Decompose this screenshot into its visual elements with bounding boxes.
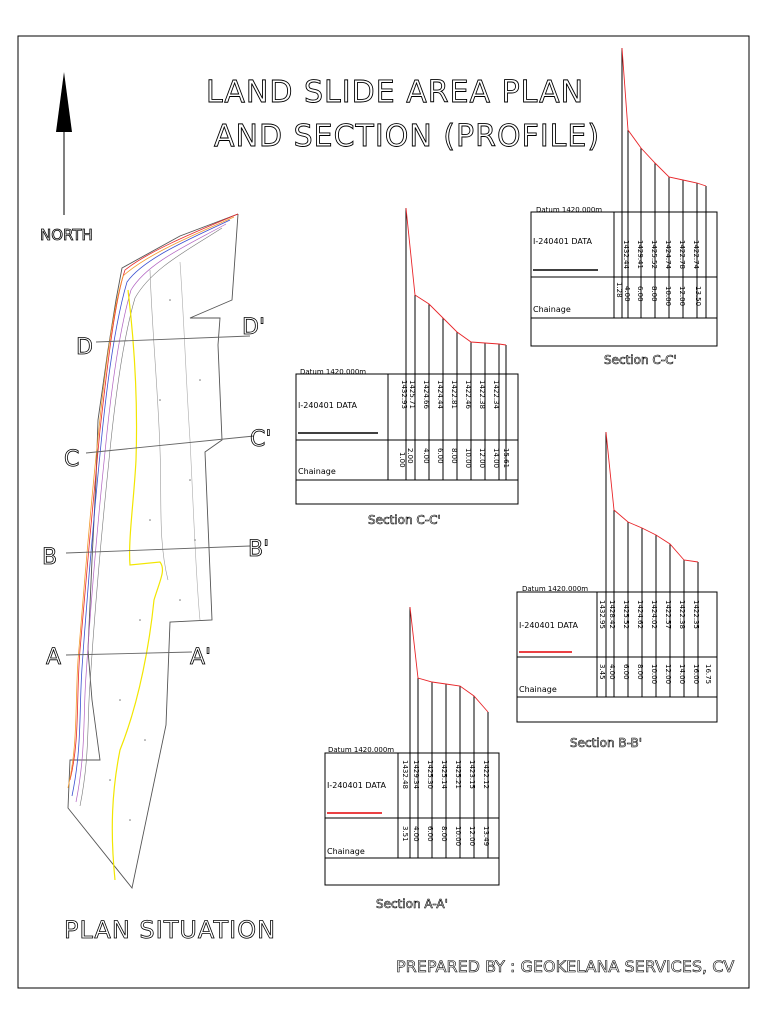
cc-left-chain-5: 10.00: [464, 448, 472, 468]
section-cc-left-chainage-label: Chainage: [298, 467, 336, 476]
cc-left-chain-4: 8.00: [450, 448, 458, 464]
cc-left-elev-7: 1422.34: [492, 380, 500, 409]
bb-chain-3: 8.00: [636, 664, 644, 680]
cc-right-chain-4: 10.00: [664, 286, 672, 306]
north-arrow-icon: [56, 72, 72, 215]
cc-right-elev-4: 1422.78: [678, 240, 686, 269]
bb-chain-2: 6.00: [622, 664, 630, 680]
section-bb-chainage-label: Chainage: [519, 685, 557, 694]
cc-left-elev-0: 1432.93: [400, 380, 408, 409]
north-label: NORTH: [40, 226, 93, 244]
aa-chain-0: 3.51: [401, 826, 409, 842]
cc-left-chain-1: 2.00: [406, 448, 414, 464]
cc-left-chain-7: 14.00: [492, 448, 500, 468]
cc-right-chain-1: 4.00: [623, 286, 631, 302]
aa-chain-4: 10.00: [454, 826, 462, 846]
cc-left-elev-1: 1425.71: [408, 380, 416, 409]
cc-left-chain-3: 6.00: [436, 448, 444, 464]
section-bb-data-label: I-240401 DATA: [519, 621, 578, 630]
aa-elev-1: 1429.34: [412, 760, 420, 789]
section-cc-left-datum: Datum 1420.000m: [300, 368, 366, 376]
cc-left-elev-5: 1422.46: [464, 380, 472, 409]
plan-situation-map: [65, 213, 255, 890]
section-aa-datum: Datum 1420.000m: [328, 746, 394, 754]
cc-left-elev-4: 1422.81: [450, 380, 458, 409]
cc-right-elev-3: 1424.74: [664, 240, 672, 269]
bb-elev-5: 1422.57: [664, 600, 672, 629]
title-line-1: LAND SLIDE AREA PLAN: [206, 75, 584, 110]
bb-elev-2: 1425.52: [622, 600, 630, 629]
section-mark-c-prime: C': [250, 427, 271, 452]
section-cc-right: Datum 1420.000m I-240401 DATA Chainage 1…: [530, 47, 718, 367]
section-mark-b-prime: B': [248, 537, 269, 562]
section-aa: Datum 1420.000m I-240401 DATA Chainage 1…: [324, 606, 500, 911]
cc-right-chain-0: 1.28: [615, 282, 623, 298]
aa-elev-4: 1425.21: [454, 760, 462, 789]
cc-right-elev-2: 1425.52: [650, 240, 658, 269]
bb-chain-7: 16.00: [692, 664, 700, 684]
aa-elev-6: 1422.12: [482, 760, 490, 789]
aa-elev-5: 1423.15: [468, 760, 476, 789]
section-mark-b: B: [42, 545, 57, 570]
section-cc-right-chainage-label: Chainage: [533, 305, 571, 314]
aa-chain-6: 13.49: [482, 826, 490, 846]
section-cc-right-data-label: I-240401 DATA: [533, 237, 592, 246]
bb-chain-0: 3.45: [598, 664, 606, 680]
bb-chain-5: 12.00: [664, 664, 672, 684]
cc-left-chain-0: 1.00: [398, 452, 406, 468]
aa-elev-2: 1425.30: [426, 760, 434, 789]
section-aa-data-label: I-240401 DATA: [327, 781, 386, 790]
cc-right-chain-5: 12.00: [678, 286, 686, 306]
section-bb-caption: Section B-B': [570, 736, 642, 750]
section-bb-datum: Datum 1420.000m: [522, 585, 588, 593]
aa-chain-3: 8.00: [440, 826, 448, 842]
aa-chain-1: 4.00: [412, 826, 420, 842]
section-cc-left-caption: Section C-C': [368, 513, 441, 527]
cc-left-chain-8: 15.61: [502, 448, 510, 468]
aa-elev-0: 1432.48: [401, 760, 409, 789]
bb-chain-8: 16.75: [704, 664, 712, 684]
cc-left-elev-2: 1424.66: [422, 380, 430, 409]
section-cc-left-data-label: I-240401 DATA: [298, 401, 357, 410]
aa-chain-5: 12.00: [468, 826, 476, 846]
bb-elev-3: 1424.62: [636, 600, 644, 629]
section-mark-d: D: [76, 335, 93, 360]
bb-elev-7: 1422.35: [692, 600, 700, 629]
section-cc-right-datum: Datum 1420.000m: [536, 206, 602, 214]
section-mark-c: C: [64, 447, 79, 472]
section-mark-a-prime: A': [190, 645, 211, 670]
title-line-2: AND SECTION (PROFILE): [214, 119, 600, 154]
cc-left-chain-6: 12.00: [478, 448, 486, 468]
cc-left-chain-2: 4.00: [422, 448, 430, 464]
cc-right-chain-3: 8.00: [650, 286, 658, 302]
section-aa-chainage-label: Chainage: [327, 847, 365, 856]
bb-chain-1: 4.00: [608, 664, 616, 680]
section-bb: Datum 1420.000m I-240401 DATA Chainage 1…: [516, 431, 718, 750]
cc-right-elev-5: 1422.74: [692, 240, 700, 269]
bb-elev-6: 1422.38: [678, 600, 686, 629]
cc-left-elev-6: 1422.38: [478, 380, 486, 409]
bb-chain-4: 10.00: [650, 664, 658, 684]
cc-right-elev-1: 1429.41: [636, 240, 644, 269]
prepared-by-label: PREPARED BY : GEOKELANA SERVICES, CV: [396, 957, 734, 976]
cc-left-elev-3: 1424.44: [436, 380, 444, 409]
section-aa-caption: Section A-A': [376, 897, 448, 911]
cc-right-chain-2: 6.00: [636, 286, 644, 302]
bb-elev-4: 1424.02: [650, 600, 658, 629]
drawing-frame: [17, 35, 750, 989]
bb-elev-1: 1428.42: [608, 600, 616, 629]
section-cc-right-caption: Section C-C': [604, 353, 677, 367]
plan-situation-label: PLAN SITUATION: [64, 916, 276, 944]
section-mark-a: A: [46, 645, 61, 670]
aa-chain-2: 6.00: [426, 826, 434, 842]
bb-elev-0: 1432.95: [598, 600, 606, 629]
bb-chain-6: 14.00: [678, 664, 686, 684]
aa-elev-3: 1425.14: [440, 760, 448, 789]
cc-right-chain-6: 13.50: [694, 286, 702, 306]
cc-right-elev-0: 1432.44: [622, 240, 630, 269]
section-mark-d-prime: D': [242, 315, 265, 340]
section-cc-left: Datum 1420.000m I-240401 DATA Chainage 1…: [295, 207, 519, 527]
